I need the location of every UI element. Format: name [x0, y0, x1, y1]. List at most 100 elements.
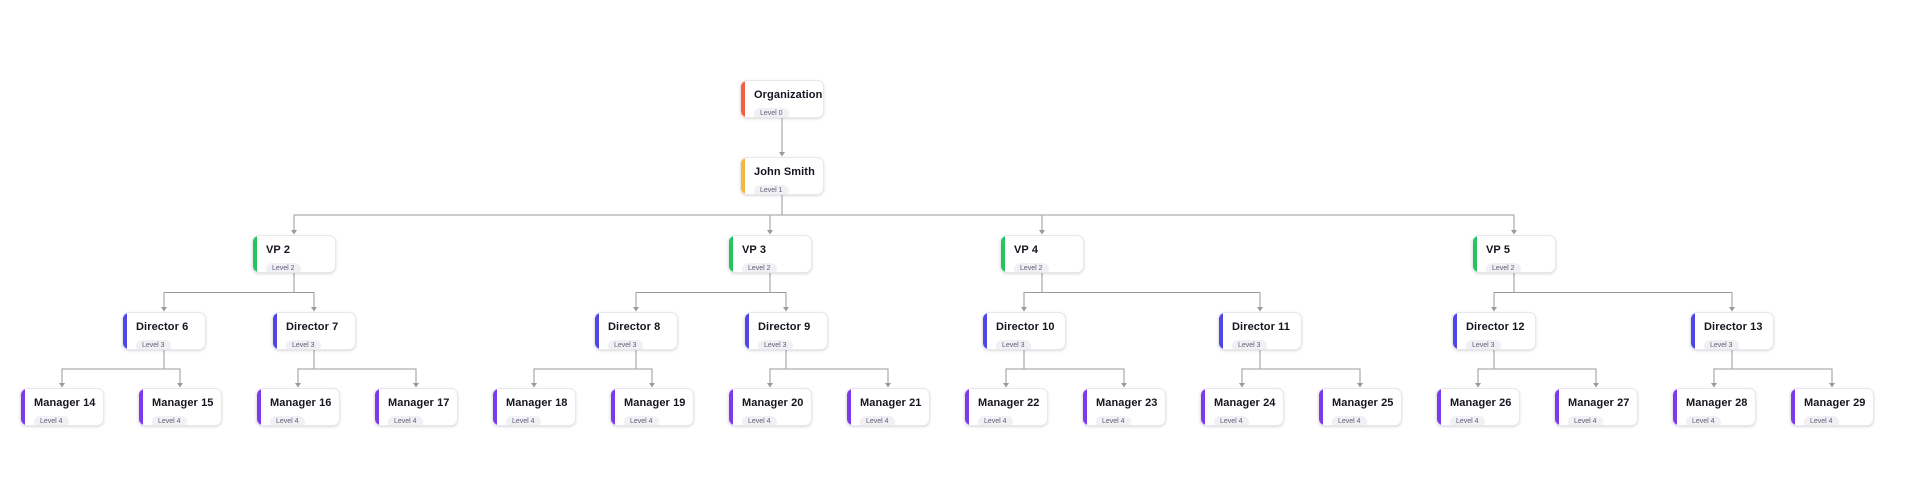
connector-arrowhead — [177, 383, 183, 388]
node-level-badge: Level 3 — [1466, 339, 1501, 349]
node-title: Manager 23 — [1096, 397, 1158, 409]
connector-edge — [61, 350, 165, 383]
node-level-badge: Level 4 — [506, 415, 541, 425]
connector-edge — [635, 350, 653, 383]
node-accent-bar — [1437, 389, 1441, 425]
connector-arrowhead — [1003, 383, 1009, 388]
node-title: Director 13 — [1704, 321, 1763, 333]
connector-edge — [293, 195, 783, 230]
connector-arrowhead — [1829, 383, 1835, 388]
node-title: Director 11 — [1232, 321, 1290, 333]
node-title: VP 3 — [742, 244, 767, 256]
connector-edge — [635, 273, 771, 307]
connector-edge — [1493, 273, 1515, 307]
org-node[interactable]: Director 7 Level 3 — [272, 312, 356, 350]
connector-arrowhead — [1021, 307, 1027, 312]
node-title: Manager 28 — [1686, 397, 1748, 409]
node-accent-bar — [1453, 313, 1457, 349]
connector-edge — [1241, 350, 1261, 383]
node-level-badge: Level 4 — [1686, 415, 1721, 425]
node-level-badge: Level 4 — [1568, 415, 1603, 425]
node-level-badge: Level 1 — [754, 184, 789, 194]
node-level-badge: Level 3 — [996, 339, 1031, 349]
node-accent-bar — [1083, 389, 1087, 425]
node-level-badge: Level 3 — [1704, 339, 1739, 349]
node-accent-bar — [1319, 389, 1323, 425]
connector-arrowhead — [1711, 383, 1717, 388]
connector-edge — [533, 350, 637, 383]
node-title: Manager 26 — [1450, 397, 1512, 409]
node-level-badge: Level 3 — [286, 339, 321, 349]
node-title: Manager 16 — [270, 397, 332, 409]
node-level-badge: Level 3 — [758, 339, 793, 349]
connector-edge — [1493, 350, 1597, 383]
connector-arrowhead — [291, 230, 297, 235]
node-accent-bar — [1473, 236, 1477, 272]
connector-arrowhead — [59, 383, 65, 388]
node-accent-bar — [611, 389, 615, 425]
node-level-badge: Level 4 — [34, 415, 69, 425]
node-accent-bar — [741, 81, 745, 117]
node-accent-bar — [375, 389, 379, 425]
org-node[interactable]: Manager 28 Level 4 — [1672, 388, 1756, 426]
node-title: Manager 14 — [34, 397, 96, 409]
node-accent-bar — [1691, 313, 1695, 349]
node-accent-bar — [1673, 389, 1677, 425]
org-node[interactable]: Manager 23 Level 4 — [1082, 388, 1166, 426]
connector-arrowhead — [779, 152, 785, 157]
node-accent-bar — [1201, 389, 1205, 425]
connector-arrowhead — [161, 307, 167, 312]
connector-edge — [1259, 350, 1361, 383]
node-level-badge: Level 4 — [742, 415, 777, 425]
connector-edge — [785, 350, 889, 383]
node-accent-bar — [745, 313, 749, 349]
node-level-badge: Level 4 — [388, 415, 423, 425]
node-title: Director 8 — [608, 321, 661, 333]
node-title: VP 2 — [266, 244, 291, 256]
node-accent-bar — [1791, 389, 1795, 425]
connector-arrowhead — [1239, 383, 1245, 388]
connector-arrowhead — [649, 383, 655, 388]
node-accent-bar — [729, 236, 733, 272]
connector-arrowhead — [1475, 383, 1481, 388]
connector-arrowhead — [1593, 383, 1599, 388]
node-level-badge: Level 3 — [136, 339, 171, 349]
org-node[interactable]: Director 9 Level 3 — [744, 312, 828, 350]
node-title: Director 7 — [286, 321, 339, 333]
node-title: Manager 19 — [624, 397, 686, 409]
connector-arrowhead — [1511, 230, 1517, 235]
connector-edge — [163, 350, 181, 383]
org-node[interactable]: Manager 14 Level 4 — [20, 388, 104, 426]
node-title: Director 9 — [758, 321, 811, 333]
org-node[interactable]: Director 13 Level 3 — [1690, 312, 1774, 350]
node-accent-bar — [965, 389, 969, 425]
connector-edge — [293, 273, 315, 307]
node-level-badge: Level 4 — [1096, 415, 1131, 425]
connector-edge — [297, 350, 315, 383]
